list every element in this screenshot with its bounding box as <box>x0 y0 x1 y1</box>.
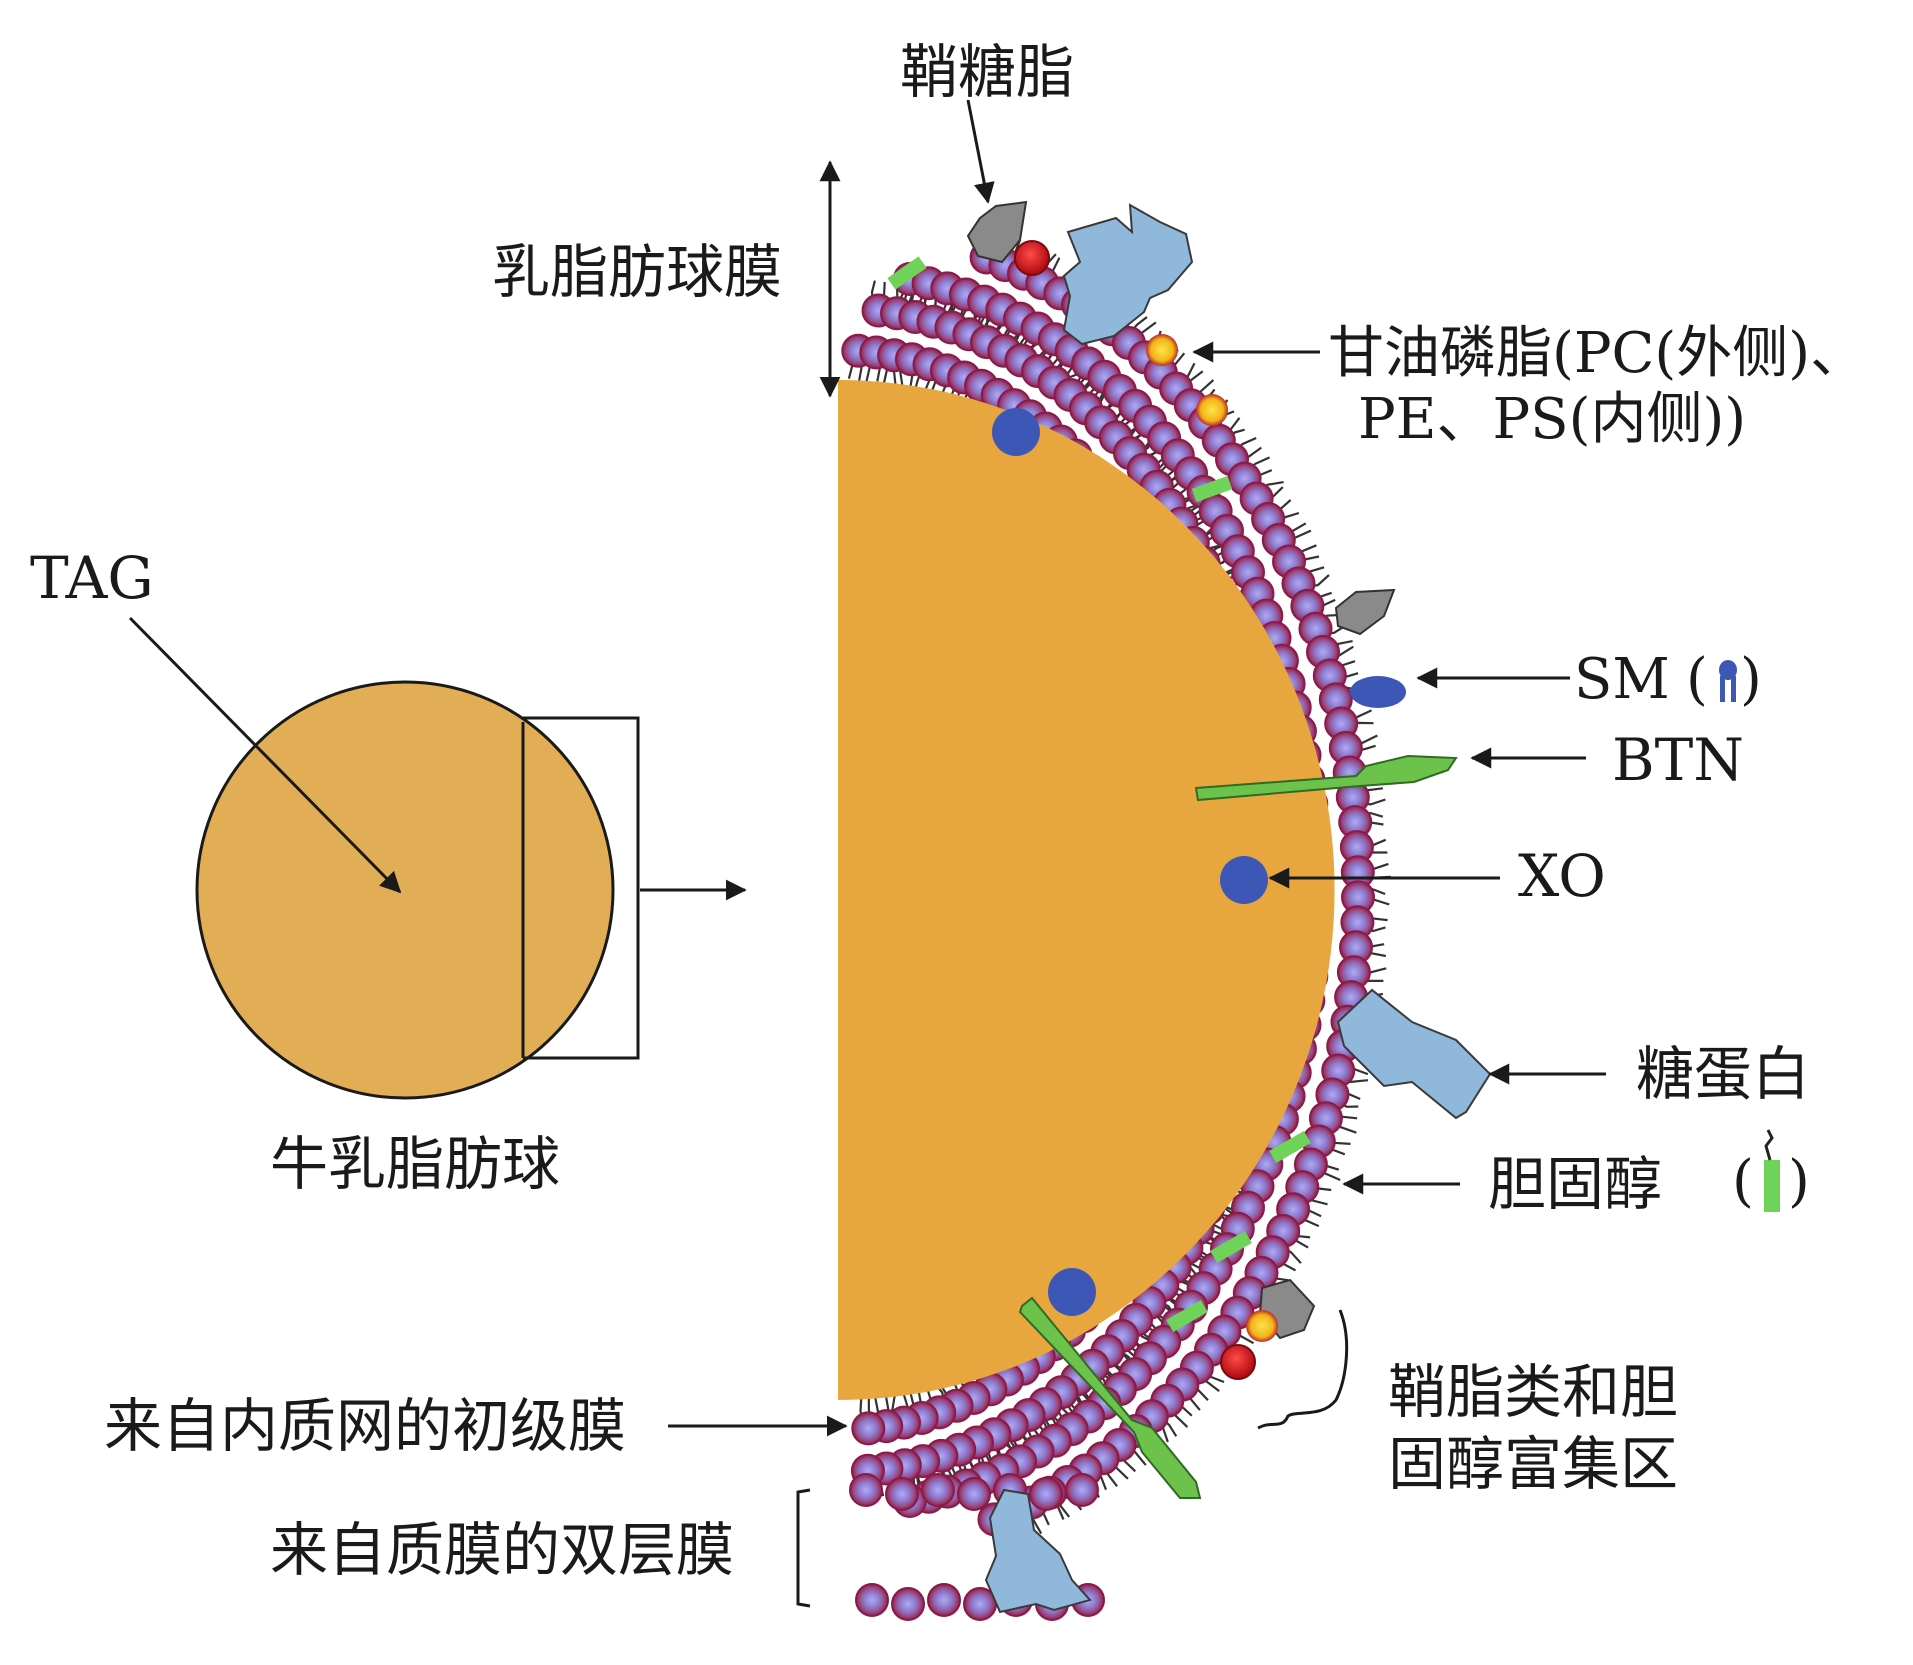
label-cholesterol: 胆固醇 <box>1488 1150 1662 1218</box>
label-lipid-raft-2: 固醇富集区 <box>1388 1430 1678 1498</box>
yellow-lipid-head-2 <box>1196 394 1228 426</box>
membrane-proteins <box>887 200 1492 1614</box>
yellow-lipid-head-3 <box>1246 1310 1278 1342</box>
lipid-head <box>891 1587 925 1621</box>
lipid-head <box>885 1477 919 1511</box>
label-er-membrane: 来自内质网的初级膜 <box>104 1392 626 1460</box>
lipid-head <box>851 1411 886 1446</box>
cholesterol-icon <box>1764 1129 1780 1212</box>
fat-core-half-disc <box>838 380 1335 1400</box>
yellow-lipid-head-1 <box>1146 334 1178 366</box>
label-milk-fat-globule: 牛乳脂肪球 <box>270 1130 560 1198</box>
xo-blue-bottom <box>1048 1268 1096 1316</box>
svg-text:): ) <box>1740 647 1762 712</box>
lipid-head <box>855 1583 889 1617</box>
milk-fat-globule <box>195 680 747 1100</box>
lipid-head <box>849 1473 883 1507</box>
svg-text:(: ( <box>1686 647 1708 712</box>
glycoprotein-shape-right <box>1336 988 1492 1120</box>
labels: 鞘糖脂 乳脂肪球膜 甘油磷脂(PC(外侧)、 PE、PS(内侧)) TAG 牛乳… <box>30 38 1866 1584</box>
label-tag: TAG <box>30 544 154 612</box>
label-sm: SM <box>1574 647 1670 712</box>
red-lipid-head-top <box>1014 240 1050 276</box>
label-glycerophospholipid-2: PE、PS(内侧)) <box>1358 387 1746 452</box>
label-glycosphingolipid: 鞘糖脂 <box>900 38 1074 106</box>
glycoprotein-shape-top <box>1062 203 1194 346</box>
red-lipid-head-bottom <box>1220 1344 1256 1380</box>
label-plasma-bilayer: 来自质膜的双层膜 <box>270 1516 734 1584</box>
label-btn: BTN <box>1612 726 1744 794</box>
glycosphingolipid-gray-top <box>966 200 1028 264</box>
lipid-head <box>1065 1473 1099 1507</box>
lipid-head <box>921 1473 955 1507</box>
label-lipid-raft-1: 鞘脂类和胆 <box>1388 1358 1678 1426</box>
btn-protein-bottom <box>1018 1296 1202 1499</box>
label-glycerophospholipid-1: 甘油磷脂(PC(外侧)、 <box>1328 321 1866 386</box>
btn-protein-right <box>1194 754 1458 802</box>
lipid-head <box>957 1477 991 1511</box>
svg-text:(: ( <box>1732 1149 1754 1214</box>
label-xo: XO <box>1518 842 1606 910</box>
glycosphingolipid-gray-mid <box>1334 588 1396 636</box>
xo-blue-circle <box>1220 856 1268 904</box>
cholesterol-molecules <box>887 256 1311 1333</box>
glycoprotein-shape-bottom <box>984 1488 1092 1614</box>
label-mfgm: 乳脂肪球膜 <box>492 238 782 306</box>
sm-blue-ellipse <box>1350 676 1406 708</box>
legend-icons: ( ) ( ) <box>1686 647 1810 1214</box>
sm-icon <box>1719 660 1737 702</box>
lipid-head <box>927 1583 961 1617</box>
label-glycoprotein: 糖蛋白 <box>1636 1040 1810 1108</box>
svg-text:): ) <box>1788 1149 1810 1214</box>
lipid-head <box>1029 1477 1063 1511</box>
xo-blue-top <box>992 408 1040 456</box>
leader-lines <box>128 99 1606 1608</box>
